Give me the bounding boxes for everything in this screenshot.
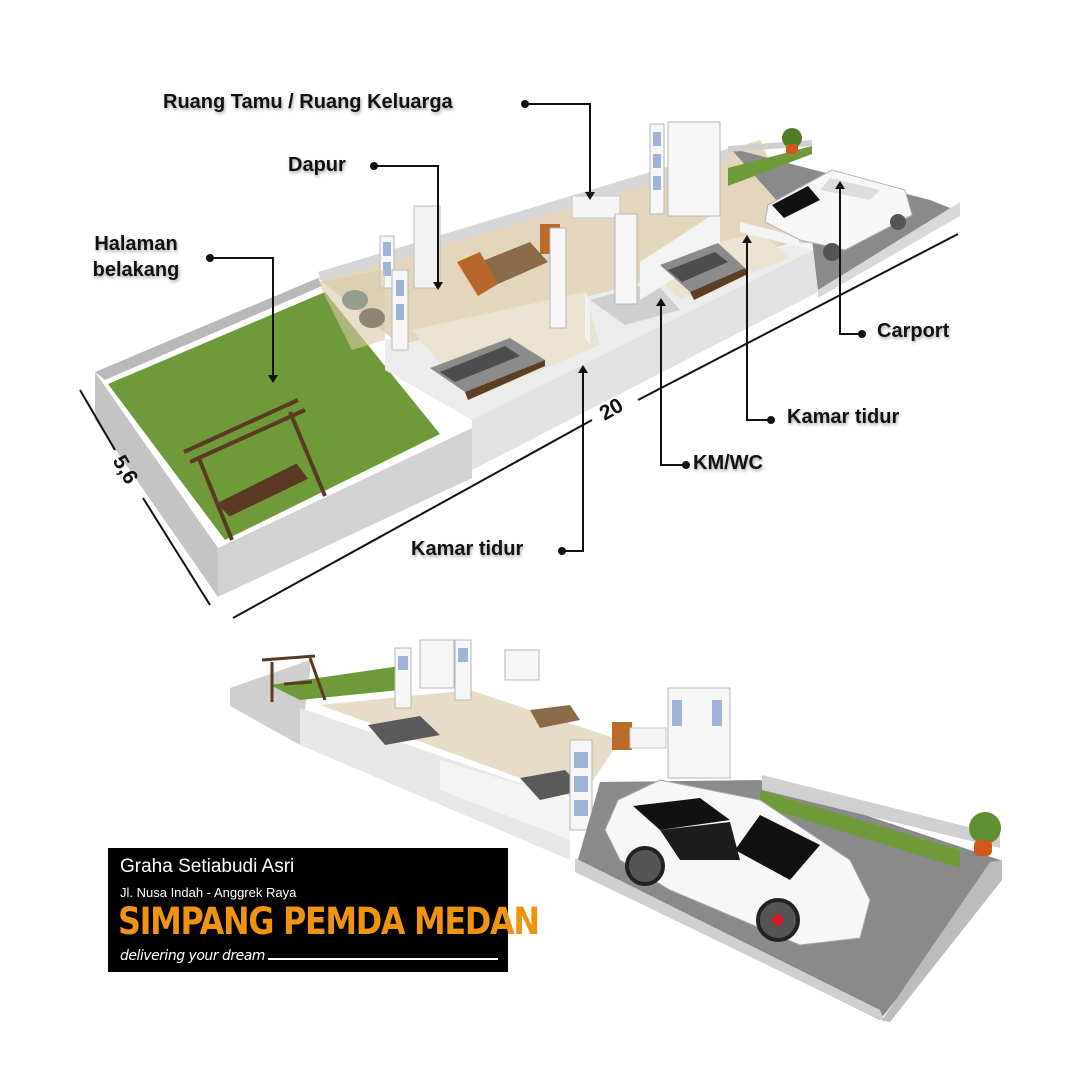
label-km-wc: KM/WC: [693, 452, 763, 474]
potted-plant-top: [782, 128, 802, 154]
callout-leaders: [210, 103, 862, 552]
label-halaman-belakang: Halaman belakang: [80, 231, 192, 283]
dimension-line-width-a: [79, 389, 116, 451]
callout-arrowheads: [268, 181, 845, 383]
leader-kmwc: [660, 303, 686, 466]
project-address: Jl. Nusa Indah - Anggrek Raya: [120, 885, 297, 900]
bed-bottom-render: [368, 716, 585, 800]
backyard-side-wall: [95, 372, 218, 597]
garden-swing-bottom: [261, 654, 327, 702]
leader-carport: [839, 186, 862, 335]
dimension-line-length-b: [637, 233, 959, 401]
car-top: [764, 169, 913, 261]
partition-wall-1: [585, 292, 590, 345]
house-front-wall-face: [472, 248, 818, 470]
bottom-window-glass: [398, 648, 722, 816]
leader-kamar-bottom: [562, 370, 584, 552]
carport-rear-wall: [762, 775, 1000, 848]
house-interior-wall: [440, 760, 570, 840]
fridge: [413, 205, 441, 289]
dining-bottom: [530, 705, 667, 750]
carport-grass-strip: [728, 146, 812, 186]
label-kamar-tidur-right: Kamar tidur: [787, 406, 900, 428]
carport-front-wall: [882, 860, 1002, 1022]
project-name: Graha Setiabudi Asri: [120, 856, 295, 877]
house-plot-top: [95, 121, 960, 597]
backyard-grass: [108, 292, 440, 540]
dining-table: [457, 242, 548, 296]
car-bottom: [604, 779, 871, 946]
bed-right: [660, 243, 748, 300]
house-long-wall: [300, 708, 570, 860]
garden-swing-top: [183, 398, 327, 541]
backyard-rear-wall-top: [95, 278, 322, 380]
leader-dapur: [374, 165, 439, 285]
label-halaman-line1: Halaman: [94, 233, 178, 255]
partition-wall-3: [740, 222, 812, 250]
partition-wall-2: [640, 210, 720, 300]
potted-plant-bottom: [969, 812, 1001, 856]
carport-grass: [760, 790, 960, 868]
dimension-line-width-b: [142, 497, 211, 606]
label-carport: Carport: [877, 320, 950, 342]
backyard-front-wall: [218, 428, 472, 597]
sofa: [571, 195, 621, 219]
terrace-chairs: [318, 270, 385, 350]
carport-front-wall: [818, 202, 960, 298]
label-dapur: Dapur: [288, 154, 346, 176]
label-kamar-tidur-bottom: Kamar tidur: [411, 538, 524, 560]
bed-bottom: [430, 338, 545, 400]
callout-dots: [206, 100, 866, 555]
tagline: delivering your dream: [120, 948, 265, 964]
plot-left-wall: [230, 660, 310, 745]
tagline-rule: [268, 958, 498, 960]
label-ruang-tamu: Ruang Tamu / Ruang Keluarga: [163, 91, 453, 113]
label-halaman-line2: belakang: [92, 259, 180, 281]
leader-ruang-tamu: [525, 103, 591, 195]
plot-rear-grass: [270, 666, 400, 700]
carport-side-wall: [575, 858, 885, 1022]
leader-kamar-right: [746, 240, 771, 421]
project-location: SIMPANG PEMDA MEDAN: [118, 900, 540, 943]
branding-box: Graha Setiabudi Asri Jl. Nusa Indah - An…: [108, 848, 540, 972]
dimension-line-length-a: [232, 419, 593, 619]
leader-halaman: [210, 257, 274, 378]
window-frames: [379, 121, 821, 351]
